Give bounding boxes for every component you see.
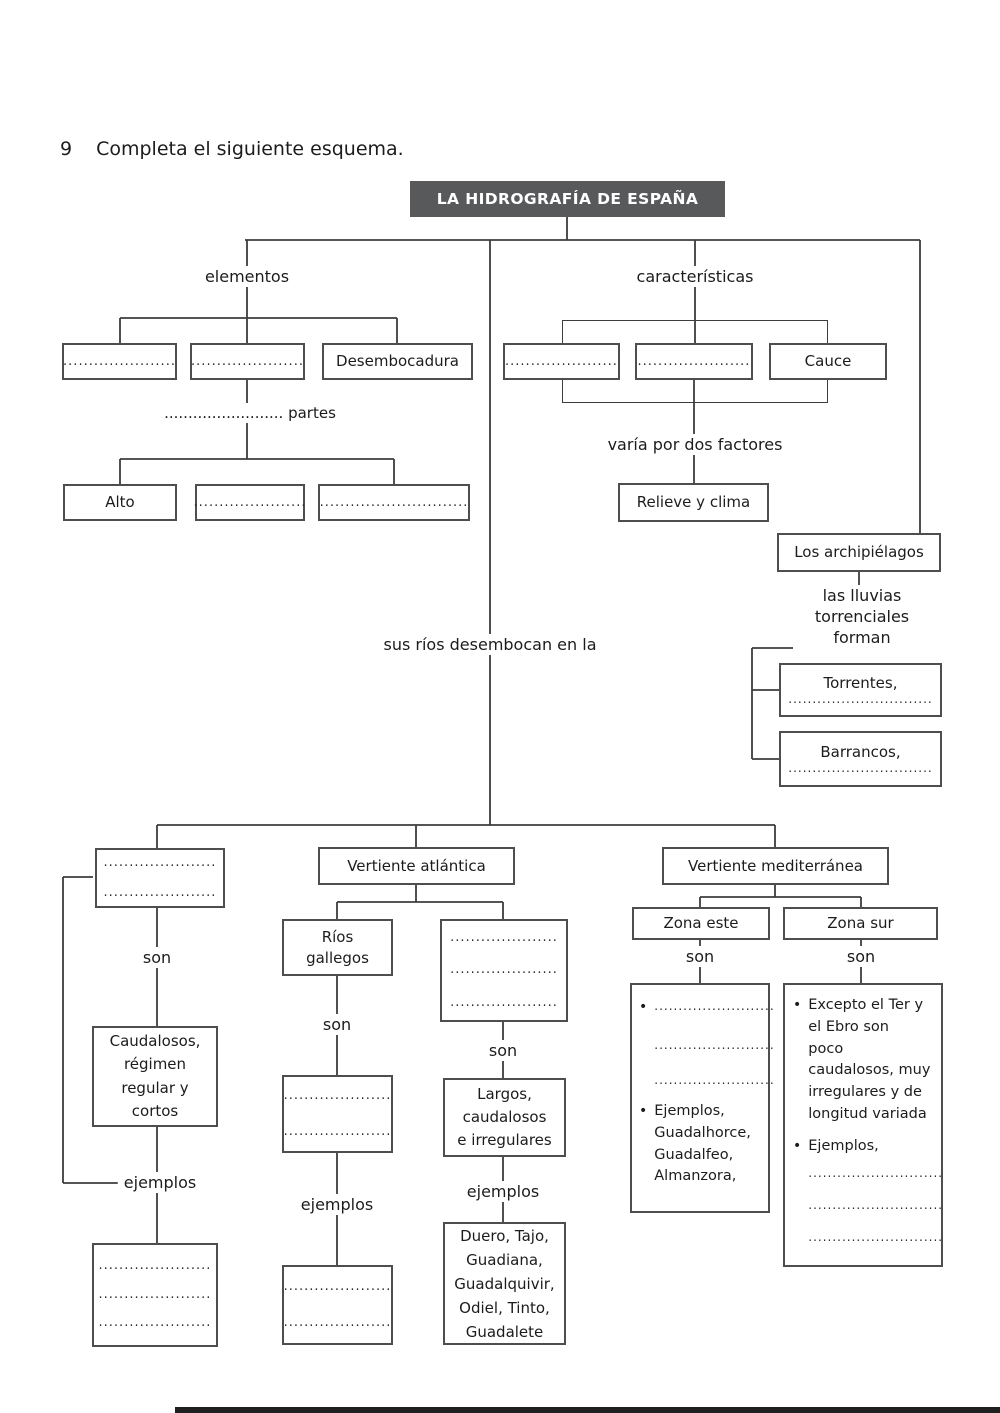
norte-label-ejemplos: ejemplos [117,1172,203,1193]
gallegos-desc-blank-box: ..................... ..................… [282,1075,393,1153]
box-zona-este: Zona este [632,907,770,940]
atlantica-blank-group-box: ..................... ..................… [440,919,568,1022]
box-los-archipielagos: Los archipiélagos [777,533,941,572]
zona-sur-blank-2: ............................ [808,1198,944,1213]
label-lluvias-torrenciales: las lluvias torrenciales forman [793,585,931,650]
zona-este-ejemplos-text: Ejemplos, Guadalhorce, Guadalfeo, Almanz… [654,1103,751,1185]
label-partes: ......................... partes [158,403,342,423]
bullet-icon: • [793,1137,802,1154]
zona-este-content-box: • ......................... ............… [630,983,774,1213]
label-varia-por-dos-factores: varía por dos factores [601,434,789,455]
bullet-icon: • [639,999,648,1015]
bullet-icon: • [639,1103,648,1119]
zona-este-ejemplos-item: • Ejemplos, Guadalhorce, Guadalfeo, Alma… [639,1101,751,1188]
zona-sur-content-box: • Excepto el Ter y el Ebro son poco caud… [783,983,943,1267]
label-desembocan: sus ríos desembocan en la [377,634,603,655]
barrancos-title: Barrancos, [820,742,901,761]
box-relieve-y-clima: Relieve y clima [618,483,769,522]
label-caracteristicas: características [630,266,760,287]
torrentes-blank: .............................. [788,691,933,706]
torrentes-title: Torrentes, [823,673,898,692]
bullet-icon: • [793,997,802,1013]
zona-este-blank-3: ......................... [654,1073,775,1087]
zona-este-blank-1: ......................... [654,999,775,1013]
box-desembocadura: Desembocadura [322,343,473,380]
cropped-next-row [175,1407,1000,1413]
box-rios-gallegos: Ríos gallegos [282,919,393,976]
zona-sur-desc-text: Excepto el Ter y el Ebro son poco caudal… [808,997,931,1122]
box-vertiente-mediterranea: Vertiente mediterránea [662,847,889,885]
box-alto: Alto [63,484,177,521]
diagram-title: LA HIDROGRAFÍA DE ESPAÑA [410,181,725,217]
barrancos-blank: .............................. [788,760,933,775]
caracteristicas-blank-2: ...................... [635,343,753,380]
zona-sur-blank-3: ............................ [808,1230,944,1245]
box-torrentes: Torrentes, .............................… [779,663,942,717]
zona-este-label-son: son [679,946,721,967]
gallegos-ejemplos-blank-box: ..................... ..................… [282,1265,393,1345]
label-elementos: elementos [198,266,296,287]
zona-sur-blank-1: ............................ [808,1166,944,1181]
atlantica-label-son: son [482,1040,524,1061]
caracteristicas-blank-1: ...................... [503,343,620,380]
box-barrancos: Barrancos, .............................… [779,731,942,787]
exercise-heading: 9 Completa el siguiente esquema. [60,138,404,160]
exercise-instruction: Completa el siguiente esquema. [96,138,404,160]
gallegos-label-son: son [316,1014,358,1035]
zona-sur-desc-item: • Excepto el Ter y el Ebro son poco caud… [793,995,930,1126]
exercise-number: 9 [60,138,73,160]
zona-este-blank-2: ......................... [654,1038,775,1052]
elementos-blank-1: ...................... [62,343,177,380]
zona-este-blank-item: • ......................... ............… [639,997,775,1089]
box-largos-caudalosos: Largos, caudalosos e irregulares [443,1078,566,1157]
gallegos-label-ejemplos: ejemplos [294,1194,380,1215]
zona-sur-label-son: son [840,946,882,967]
box-cauce: Cauce [769,343,887,380]
norte-ejemplos-blank-box: ...................... .................… [92,1243,218,1347]
box-zona-sur: Zona sur [783,907,938,940]
zona-sur-ejemplos-text: Ejemplos, [808,1137,879,1154]
norte-label-son: son [136,947,178,968]
vertiente-blank-title-box: ...................... .................… [95,848,225,908]
box-vertiente-atlantica: Vertiente atlántica [318,847,515,885]
elementos-blank-2: ...................... [190,343,305,380]
box-caudalosos: Caudalosos, régimen regular y cortos [92,1026,218,1127]
zona-sur-ejemplos-item: • Ejemplos, ............................… [793,1136,943,1247]
partes-blank-2: ............................. [318,484,470,521]
box-rios-atlantica: Duero, Tajo, Guadiana, Guadalquivir, Odi… [443,1222,566,1345]
atlantica-label-ejemplos: ejemplos [460,1181,546,1202]
partes-blank-1: ...................... [194,484,305,521]
